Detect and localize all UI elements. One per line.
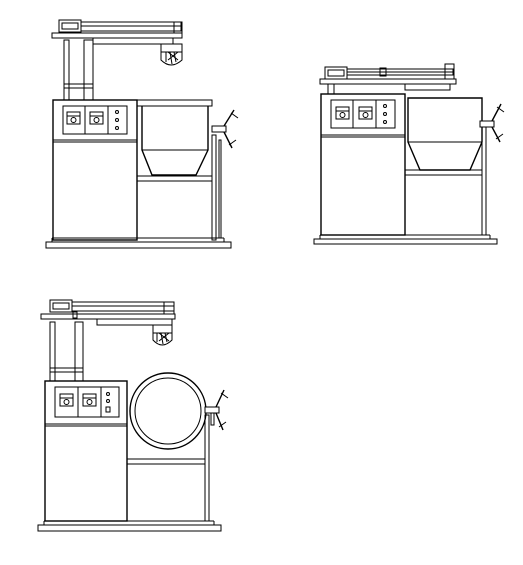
tilt-handle <box>211 109 239 149</box>
gauge-left <box>59 393 74 407</box>
base-plate <box>45 237 232 249</box>
indicator-lights <box>383 104 387 124</box>
top-arm <box>40 299 176 326</box>
bowl-frame <box>126 381 210 522</box>
tilt-handle <box>479 103 505 143</box>
cabinet <box>44 380 128 522</box>
machine-view-2 <box>313 63 505 245</box>
indicator-lights <box>115 110 119 130</box>
round-bowl <box>129 372 207 450</box>
gauge-right <box>82 393 97 407</box>
gauge-left <box>335 106 350 120</box>
support-column <box>49 321 84 382</box>
tilt-handle <box>204 389 229 431</box>
cabinet <box>52 99 138 241</box>
mixer-head <box>160 43 183 66</box>
base-plate <box>313 234 498 245</box>
machine-view-3 <box>37 299 229 532</box>
bowl-frame <box>136 99 222 241</box>
gauge-right <box>358 106 373 120</box>
top-arm <box>319 63 457 95</box>
conical-bowl <box>141 106 209 176</box>
mixer-head <box>152 324 173 346</box>
gauge-right <box>89 111 104 125</box>
machine-view-1 <box>45 19 239 249</box>
support-column <box>63 39 94 101</box>
control-panel <box>54 386 120 418</box>
control-panel <box>330 99 396 129</box>
top-arm <box>51 19 183 45</box>
indicator-lights <box>105 392 111 413</box>
control-panel <box>62 105 128 135</box>
conical-bowl <box>407 97 483 171</box>
gauge-left <box>66 111 81 125</box>
base-plate <box>37 520 222 532</box>
